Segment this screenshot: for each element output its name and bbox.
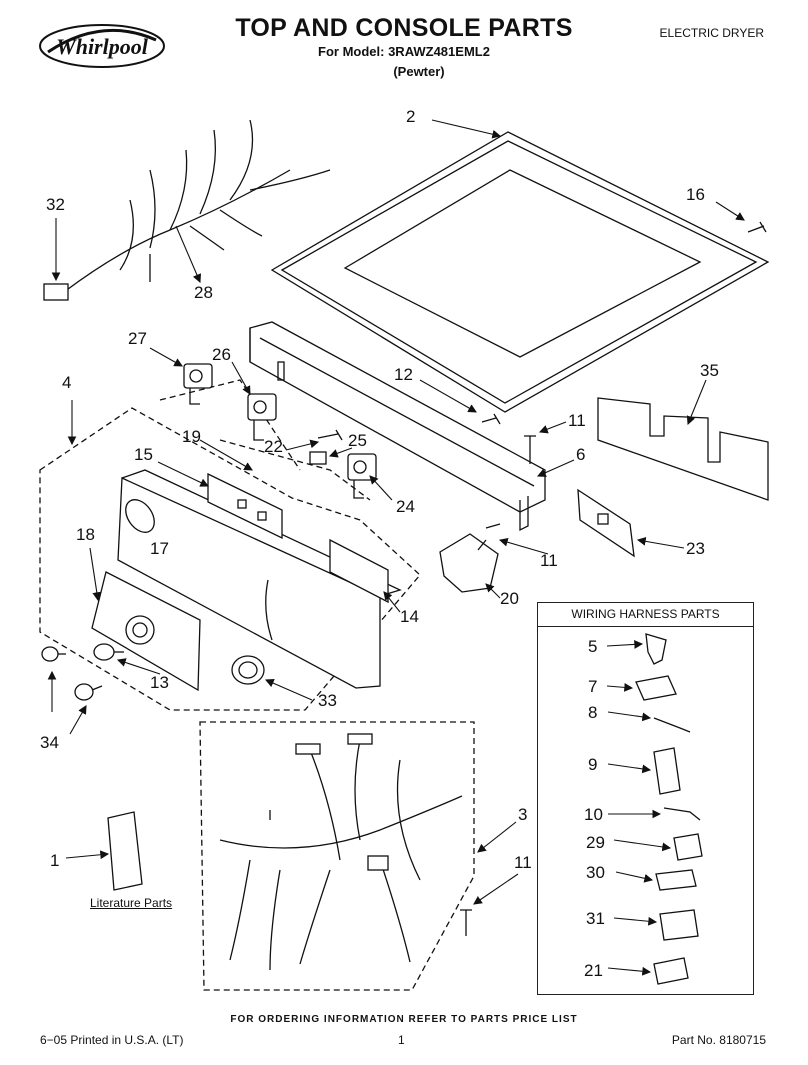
insulation-pad xyxy=(597,397,769,501)
ordering-note: FOR ORDERING INFORMATION REFER TO PARTS … xyxy=(230,1014,578,1025)
callout-31: 31 xyxy=(586,909,605,928)
knob-bezel xyxy=(91,571,201,692)
callout-16: 16 xyxy=(686,185,705,204)
terminal-8 xyxy=(653,717,691,733)
board-23 xyxy=(577,488,635,558)
callout-15: 15 xyxy=(134,445,153,464)
callout-26: 26 xyxy=(212,345,231,364)
control-board xyxy=(207,472,283,540)
upper-wire-harness xyxy=(43,119,331,301)
page-number: 1 xyxy=(398,1033,405,1047)
screw-11c xyxy=(460,909,472,936)
callout-27: 27 xyxy=(128,329,147,348)
callout-6: 6 xyxy=(576,445,585,464)
whirlpool-logo: Whirlpool xyxy=(39,24,165,68)
page-title: TOP AND CONSOLE PARTS xyxy=(235,14,573,42)
terminal-10 xyxy=(663,807,701,821)
part-number: Part No. 8180715 xyxy=(671,1033,766,1047)
switch-27 xyxy=(183,363,213,405)
knob-33 xyxy=(231,655,265,685)
callout-1: 1 xyxy=(50,851,59,870)
model-line: For Model: 3RAWZ481EML2 xyxy=(318,44,490,59)
top-panel xyxy=(270,131,770,413)
callout-21: 21 xyxy=(584,961,603,980)
wiring-harness-box xyxy=(537,602,754,995)
model-variant: (Pewter) xyxy=(393,64,445,79)
wiring-harness-title: WIRING HARNESS PARTS xyxy=(537,602,754,627)
brand-wordmark: Whirlpool xyxy=(56,34,149,59)
switch-24 xyxy=(347,453,377,499)
print-info: 6−05 Printed in U.S.A. (LT) xyxy=(40,1033,184,1047)
callout-12: 12 xyxy=(394,365,413,384)
connector-25 xyxy=(309,451,327,465)
callout-28: 28 xyxy=(194,283,213,302)
callout-25: 25 xyxy=(348,431,367,450)
connector-29 xyxy=(673,833,703,861)
knob-34 xyxy=(74,683,103,701)
callout-labels: 2 16 32 28 27 26 4 12 35 11 6 19 22 25 1… xyxy=(40,107,719,980)
callout-17: 17 xyxy=(150,539,169,558)
door-switch xyxy=(439,533,499,593)
product-type: ELECTRIC DRYER xyxy=(659,26,764,40)
callout-30: 30 xyxy=(586,863,605,882)
callout-2: 2 xyxy=(406,107,415,126)
callout-7: 7 xyxy=(588,677,597,696)
callout-32: 32 xyxy=(46,195,65,214)
screw-12 xyxy=(481,413,501,425)
switch-plate xyxy=(329,538,389,604)
callout-8: 8 xyxy=(588,703,597,722)
console-bracket xyxy=(249,321,546,532)
callout-29: 29 xyxy=(586,833,605,852)
clip-5 xyxy=(645,633,667,665)
connector-7 xyxy=(635,675,677,701)
callout-22: 22 xyxy=(264,437,283,456)
knob-13 xyxy=(93,643,124,661)
callout-11c: 11 xyxy=(514,853,532,872)
fuse-21 xyxy=(653,957,689,985)
callout-11b: 11 xyxy=(540,551,558,570)
console-assembly-outline xyxy=(39,407,421,711)
literature-parts-label: Literature Parts xyxy=(90,896,173,910)
callout-35: 35 xyxy=(700,361,719,380)
connector-30 xyxy=(655,869,697,891)
callout-9: 9 xyxy=(588,755,597,774)
screw-11a xyxy=(524,435,536,464)
connector-9 xyxy=(653,747,681,795)
callout-33: 33 xyxy=(318,691,337,710)
callout-20: 20 xyxy=(500,589,519,608)
callout-14: 14 xyxy=(400,607,419,626)
screw-11b xyxy=(485,523,501,529)
callout-24: 24 xyxy=(396,497,415,516)
callout-34: 34 xyxy=(40,733,59,752)
knob-13b xyxy=(41,646,66,662)
callout-13: 13 xyxy=(150,673,169,692)
callout-10: 10 xyxy=(584,805,603,824)
callout-3: 3 xyxy=(518,805,527,824)
screw-16 xyxy=(747,221,767,233)
callout-19: 19 xyxy=(182,427,201,446)
literature-booklet xyxy=(107,811,143,891)
screw-22 xyxy=(317,429,343,441)
callout-5: 5 xyxy=(588,637,597,656)
connector-31 xyxy=(659,909,699,941)
callout-4: 4 xyxy=(62,373,71,392)
harness-outline xyxy=(199,721,475,991)
leader-lines xyxy=(47,119,745,976)
switch-26 xyxy=(247,393,277,441)
lower-wire-harness xyxy=(219,733,463,971)
callout-23: 23 xyxy=(686,539,705,558)
callout-11a: 11 xyxy=(568,411,586,430)
callout-18: 18 xyxy=(76,525,95,544)
